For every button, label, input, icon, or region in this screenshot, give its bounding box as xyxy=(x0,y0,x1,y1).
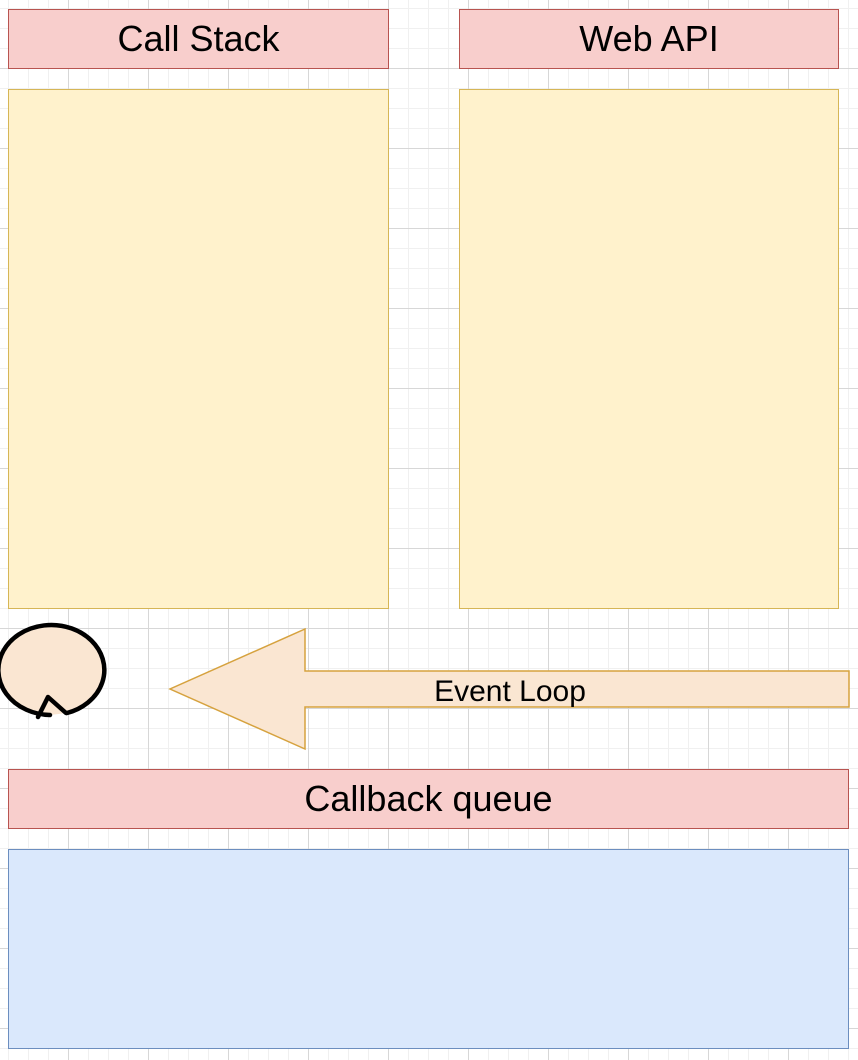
call-stack-label: Call Stack xyxy=(117,18,280,59)
callback-queue-area xyxy=(8,849,849,1049)
call-stack-header: Call Stack xyxy=(8,9,389,69)
callback-queue-label: Callback queue xyxy=(304,778,553,819)
web-api-header: Web API xyxy=(459,9,839,69)
loop-circle xyxy=(0,622,107,718)
call-stack-area xyxy=(8,89,389,609)
circular-arrow-icon xyxy=(0,622,107,720)
callback-queue-header: Callback queue xyxy=(8,769,849,829)
event-loop-arrow xyxy=(168,627,850,751)
web-api-area xyxy=(459,89,839,609)
web-api-label: Web API xyxy=(579,18,719,59)
loop-arrowhead xyxy=(35,694,69,720)
event-loop-label: Event Loop xyxy=(434,675,586,708)
